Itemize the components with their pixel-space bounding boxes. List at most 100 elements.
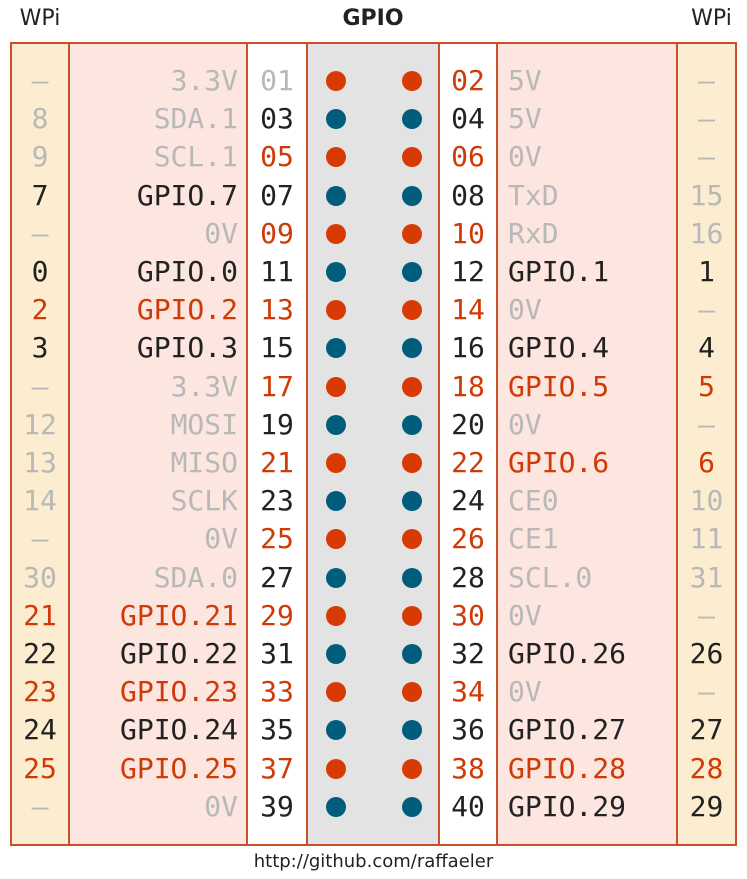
pin-dot-right [402, 567, 422, 588]
wpi-right-label: 28 [689, 751, 724, 785]
wpi-right-label: 31 [689, 560, 724, 594]
footer-url: http://github.com/raffaeler [253, 851, 494, 872]
pin-name-left: GPIO.25 [119, 751, 238, 785]
wpi-left-label: 0 [31, 255, 49, 288]
pin-dot-right [402, 796, 422, 817]
pin-dot-left [326, 414, 346, 435]
pin-name-left: MISO [170, 446, 238, 479]
pin-name-right: 5V [508, 64, 542, 97]
pin-dot-left [326, 262, 346, 282]
pin-name-right: GPIO.5 [508, 369, 610, 403]
pin-name-right: 0V [508, 140, 542, 174]
pin-dot-right [402, 720, 422, 741]
pin-name-left: SCL.1 [153, 140, 238, 174]
pin-name-left: 0V [204, 522, 238, 556]
pin-number-left: 33 [260, 675, 294, 709]
wpi-right-label: 15 [689, 178, 724, 212]
pin-dot-right [402, 262, 422, 282]
pin-name-left: SCLK [170, 484, 238, 518]
wpi-left-label: 14 [23, 484, 57, 518]
pin-number-left: 21 [260, 446, 294, 479]
wpi-right-label: 4 [698, 331, 715, 365]
wpi-left-label: – [31, 216, 49, 250]
pin-number-left-column [246, 42, 308, 846]
pin-number-left: 01 [260, 64, 294, 97]
pin-number-left: 15 [260, 331, 294, 365]
pin-name-left: SDA.0 [153, 560, 238, 594]
pin-name-right: GPIO.28 [508, 751, 627, 785]
pin-dot-right [402, 338, 422, 359]
pin-name-right: RxD [508, 216, 559, 250]
pin-name-left: GPIO.7 [136, 178, 238, 212]
wpi-left-column [10, 42, 70, 846]
name-left-column [68, 42, 248, 846]
pin-dot-right [402, 758, 422, 779]
pin-name-right: GPIO.4 [508, 331, 610, 365]
wpi-right-label: – [698, 407, 715, 441]
wpi-left-header: WPi [19, 6, 61, 31]
pin-name-left: 3.3V [170, 64, 238, 97]
wpi-left-label: 9 [31, 140, 49, 174]
wpi-left-label: 8 [31, 102, 49, 136]
pin-dot-left [326, 71, 346, 91]
pin-name-left: GPIO.21 [119, 598, 238, 632]
pin-number-left: 37 [260, 751, 294, 785]
name-right-column [496, 42, 678, 846]
wpi-left-label: – [31, 789, 49, 823]
pin-number-right: 28 [451, 560, 485, 594]
pin-number-left: 31 [260, 637, 294, 670]
pin-dot-right [402, 300, 422, 321]
wpi-right-label: 1 [698, 255, 715, 288]
pin-name-right: GPIO.1 [508, 255, 610, 288]
pin-name-left: GPIO.2 [136, 293, 238, 327]
pin-number-right: 36 [451, 713, 485, 747]
pin-number-left: 39 [260, 789, 294, 823]
wpi-right-label: 27 [689, 713, 724, 747]
pin-number-left: 03 [260, 102, 294, 136]
pin-dot-left [326, 529, 346, 550]
pin-number-right: 22 [451, 446, 485, 479]
pin-name-left: GPIO.23 [119, 675, 238, 709]
wpi-right-label: – [698, 293, 715, 327]
pin-name-right: 0V [508, 675, 542, 709]
wpi-left-label: 12 [23, 407, 57, 441]
pin-dot-left [326, 453, 346, 473]
pin-number-left: 13 [260, 293, 294, 327]
pin-name-left: 0V [204, 216, 238, 250]
pin-dot-right [402, 223, 422, 244]
pin-number-left: 19 [260, 407, 294, 441]
wpi-right-label: – [698, 102, 715, 136]
pin-dot-left [326, 185, 346, 206]
wpi-right-label: – [698, 598, 715, 632]
wpi-right-label: 10 [689, 484, 724, 518]
pin-dot-left [326, 300, 346, 321]
pin-number-right: 38 [451, 751, 485, 785]
pin-name-right: 5V [508, 102, 542, 136]
pin-name-right: SCL.0 [508, 560, 593, 594]
gpio-header: GPIO [342, 6, 404, 31]
pin-dot-right [402, 453, 422, 473]
pin-number-right: 08 [451, 178, 485, 212]
pin-number-left: 17 [260, 369, 294, 403]
wpi-right-label: 5 [698, 369, 715, 403]
pin-number-right: 30 [451, 598, 485, 632]
pin-number-right: 06 [451, 140, 485, 174]
pin-dot-left [326, 644, 346, 664]
pin-name-left: SDA.1 [153, 102, 238, 136]
pin-name-right: 0V [508, 407, 542, 441]
pin-name-right: GPIO.26 [508, 637, 627, 670]
wpi-left-label: 24 [23, 713, 57, 747]
wpi-left-label: 21 [23, 598, 57, 632]
